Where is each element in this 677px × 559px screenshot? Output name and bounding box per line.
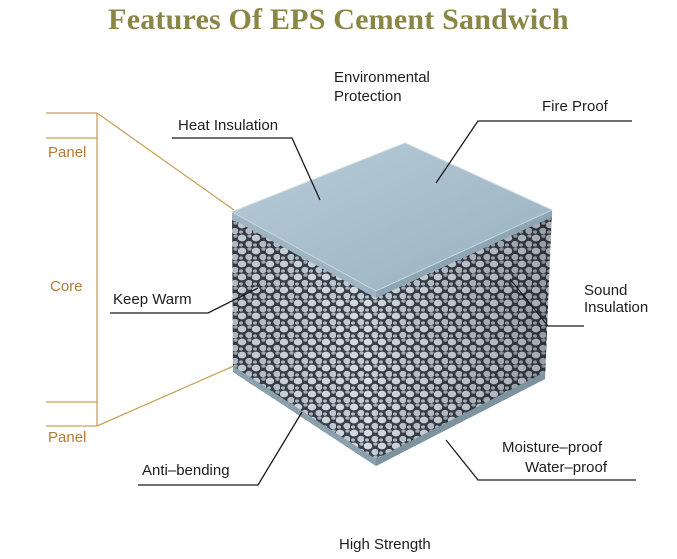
- core-label: Core: [50, 278, 83, 295]
- high-strength-label: High Strength: [339, 536, 431, 553]
- environmental-protection-label-line2: Protection: [334, 88, 402, 105]
- callout-lines: [110, 120, 636, 486]
- fire-proof-label: Fire Proof: [542, 98, 608, 115]
- panel-top-label: Panel: [48, 144, 87, 161]
- layer-bracket: [46, 112, 237, 427]
- anti-bending-label: Anti–bending: [142, 462, 230, 479]
- sound-insulation-label-line2: Insulation: [584, 299, 649, 316]
- cube-left-face: [232, 212, 376, 466]
- water-proof-label: Water–proof: [525, 459, 607, 476]
- moisture-proof-label: Moisture–proof: [502, 439, 603, 456]
- sound-insulation-label-line1: Sound: [584, 282, 628, 299]
- page-title: Features Of EPS Cement Sandwich: [108, 3, 569, 36]
- cube-top-panel: [230, 142, 554, 292]
- panel-bottom-label: Panel: [48, 429, 87, 446]
- cube-right-face: [376, 210, 552, 466]
- keep-warm-label: Keep Warm: [113, 291, 192, 308]
- environmental-protection-label-line1: Environmental: [334, 69, 430, 86]
- heat-insulation-label: Heat Insulation: [178, 117, 279, 134]
